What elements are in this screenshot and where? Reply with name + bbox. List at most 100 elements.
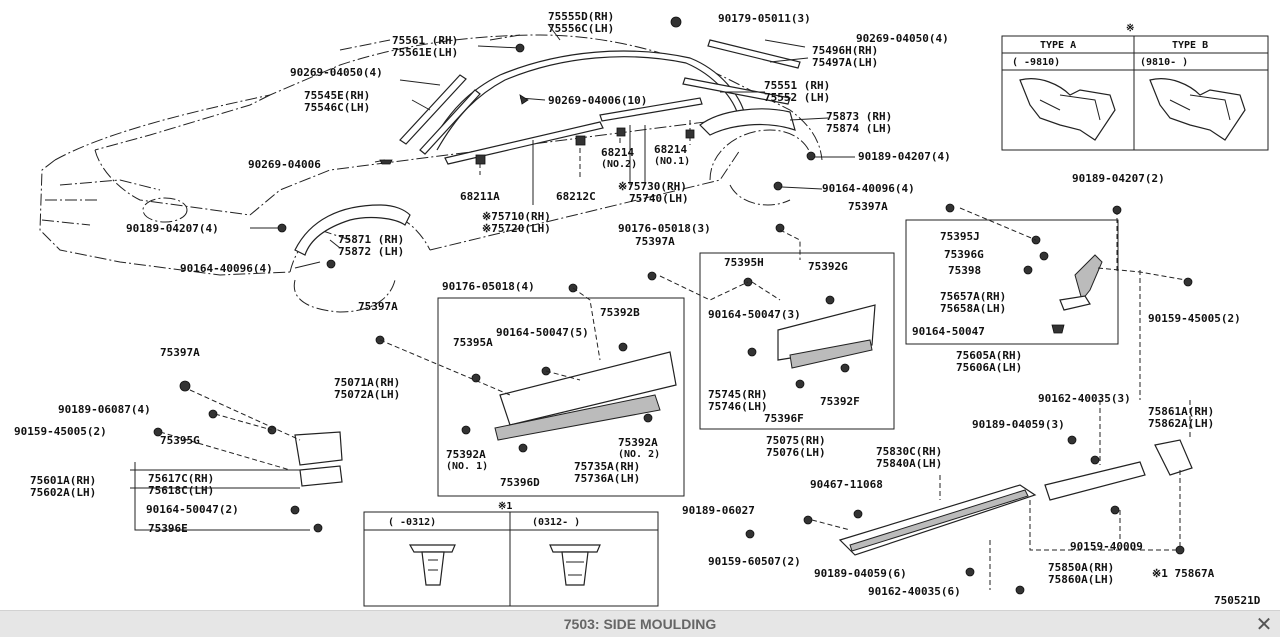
type-table-mark: ※ bbox=[1126, 23, 1134, 34]
label-75862a: 75862A(LH) bbox=[1148, 417, 1214, 430]
label-75397b: 75397A bbox=[848, 200, 888, 213]
label-75395g: 75395G bbox=[160, 434, 200, 447]
label-90176a: 90176-05018(3) bbox=[618, 222, 711, 235]
label-68214b: 68214 bbox=[654, 143, 687, 156]
label-75397d: 75397A bbox=[160, 346, 200, 359]
label-75396f: 75396F bbox=[764, 412, 804, 425]
label-75873: 75873 (RH) bbox=[826, 110, 892, 123]
label-75710: ※75710(RH) bbox=[482, 210, 551, 223]
label-68212c: 68212C bbox=[556, 190, 596, 203]
label-75076: 75076(LH) bbox=[766, 446, 826, 459]
label-75395a: 75395A bbox=[453, 336, 493, 349]
label-75545e: 75545E(RH) bbox=[304, 89, 370, 102]
leader-lines-top bbox=[250, 23, 855, 269]
label-75840a: 75840A(LH) bbox=[876, 457, 942, 470]
label-68211a: 68211A bbox=[460, 190, 500, 203]
box-75071a bbox=[375, 283, 685, 497]
label-75735a: 75735A(RH) bbox=[574, 460, 640, 473]
label-75861a: 75861A(RH) bbox=[1148, 405, 1214, 418]
label-90162a: 90162-40035(3) bbox=[1038, 392, 1131, 405]
label-75830c: 75830C(RH) bbox=[876, 445, 942, 458]
label-75396g: 75396G bbox=[944, 248, 984, 261]
label-90189g: 90189-04059(6) bbox=[814, 567, 907, 580]
label-75561e: 75561E(LH) bbox=[392, 46, 458, 59]
label-75392b: 75392B bbox=[600, 306, 640, 319]
label-90189e: 90189-04059(3) bbox=[972, 418, 1065, 431]
label-90176b: 90176-05018(4) bbox=[442, 280, 535, 293]
label-90164c: 90164-50047 bbox=[912, 325, 985, 338]
label-75730: ※75730(RH) bbox=[618, 180, 687, 193]
label-90269d: 90269-04006 bbox=[248, 158, 321, 171]
type-table-col-a-header: TYPE A bbox=[1040, 40, 1076, 51]
clip-table bbox=[363, 511, 659, 607]
fasteners-top bbox=[277, 16, 816, 269]
label-90164a: 90164-40096(4) bbox=[822, 182, 915, 195]
box-75605a bbox=[905, 203, 1193, 345]
label-75551: 75551 (RH) bbox=[764, 79, 830, 92]
label-75745: 75745(RH) bbox=[708, 388, 768, 401]
label-75605a: 75605A(RH) bbox=[956, 349, 1022, 362]
label-75556c: 75556C(LH) bbox=[548, 22, 614, 35]
label-75871: 75871 (RH) bbox=[338, 233, 404, 246]
label-68214a: 68214 bbox=[601, 146, 634, 159]
clip-table-col-a-range: ( -0312) bbox=[388, 517, 436, 528]
label-75658a: 75658A(LH) bbox=[940, 302, 1006, 315]
label-68214a-no: (NO.2) bbox=[601, 159, 637, 170]
label-75606a: 75606A(LH) bbox=[956, 361, 1022, 374]
clip-table-mark: ※1 bbox=[498, 501, 512, 512]
label-90269c: 90269-04006(10) bbox=[548, 94, 647, 107]
clip-table-col-b-range: (0312- ) bbox=[532, 517, 580, 528]
label-75740: 75740(LH) bbox=[629, 192, 689, 205]
label-90189f: 90189-06027 bbox=[682, 504, 755, 517]
label-90164d: 90164-50047(3) bbox=[708, 308, 801, 321]
label-75395h: 75395H bbox=[724, 256, 764, 269]
label-90164b: 90164-40096(4) bbox=[180, 262, 273, 275]
label-90189a: 90189-04207(4) bbox=[858, 150, 951, 163]
label-90162b: 90162-40035(6) bbox=[868, 585, 961, 598]
label-90189d: 90189-06087(4) bbox=[58, 403, 151, 416]
label-75867a: ※1 75867A bbox=[1152, 567, 1215, 580]
label-75860a: 75860A(LH) bbox=[1048, 573, 1114, 586]
label-75874: 75874 (LH) bbox=[826, 122, 892, 135]
bottom-bar: 7503: SIDE MOULDING ✕ bbox=[0, 610, 1280, 637]
section-title: 7503: SIDE MOULDING bbox=[563, 616, 717, 632]
label-75392a-no: (NO. 2) bbox=[618, 449, 660, 460]
label-75071a: 75071A(RH) bbox=[334, 376, 400, 389]
left-parts bbox=[130, 380, 343, 533]
label-75872: 75872 (LH) bbox=[338, 245, 404, 258]
label-75398: 75398 bbox=[948, 264, 981, 277]
label-75561: 75561 (RH) bbox=[392, 34, 458, 47]
box-75075 bbox=[647, 223, 895, 430]
label-75555d: 75555D(RH) bbox=[548, 10, 614, 23]
label-90159d: 90159-40009 bbox=[1070, 540, 1143, 553]
label-75736a: 75736A(LH) bbox=[574, 472, 640, 485]
type-table-col-b-range: (9810- ) bbox=[1140, 57, 1188, 68]
parts-diagram: 75555D(RH) 75556C(LH) 90179-05011(3) 902… bbox=[14, 10, 1269, 607]
label-90164e: 90164-50047(5) bbox=[496, 326, 589, 339]
close-icon[interactable]: ✕ bbox=[1255, 612, 1273, 636]
label-75720: ※75720(LH) bbox=[482, 222, 551, 235]
type-table-col-a-range: ( -9810) bbox=[1012, 57, 1060, 68]
label-75397c: 75397A bbox=[358, 300, 398, 313]
label-90159a: 90159-45005(2) bbox=[1148, 312, 1241, 325]
label-90179: 90179-05011(3) bbox=[718, 12, 811, 25]
label-90269b: 90269-04050(4) bbox=[290, 66, 383, 79]
label-90159c: 90159-60507(2) bbox=[708, 555, 801, 568]
part-labels: 75555D(RH) 75556C(LH) 90179-05011(3) 902… bbox=[14, 10, 1261, 607]
label-75396e: 75396E bbox=[148, 522, 188, 535]
label-75392f: 75392F bbox=[820, 395, 860, 408]
rocker-moulding bbox=[745, 270, 1193, 595]
label-75850a: 75850A(RH) bbox=[1048, 561, 1114, 574]
label-75395j: 75395J bbox=[940, 230, 980, 243]
roof-mouldings bbox=[294, 39, 801, 256]
type-table-col-b-header: TYPE B bbox=[1172, 40, 1208, 51]
label-75497: 75497A(LH) bbox=[812, 56, 878, 69]
diagram-ref-code: 750521D bbox=[1214, 594, 1261, 607]
label-75075: 75075(RH) bbox=[766, 434, 826, 447]
label-75602a: 75602A(LH) bbox=[30, 486, 96, 499]
type-table bbox=[1001, 35, 1269, 151]
label-75746: 75746(LH) bbox=[708, 400, 768, 413]
label-90189b: 90189-04207(4) bbox=[126, 222, 219, 235]
label-75392a2: 75392A bbox=[446, 448, 486, 461]
label-75392a2-no: (NO. 1) bbox=[446, 461, 488, 472]
